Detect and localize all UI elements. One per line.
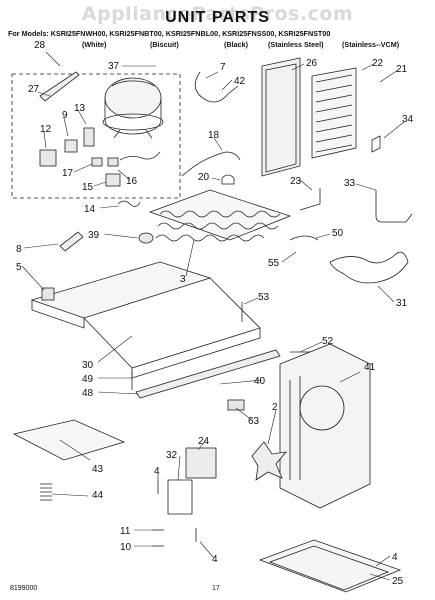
- callout-42: 42: [234, 76, 246, 87]
- part-15-drawing: [105, 173, 121, 187]
- callout-41: 41: [364, 362, 376, 373]
- leader-lines: [21, 51, 405, 581]
- part-63-drawing: [227, 399, 245, 411]
- callout-43: 43: [92, 464, 104, 475]
- part-26-drawing: [261, 57, 301, 177]
- part-14-drawing: [117, 200, 141, 207]
- part-8-drawing: [59, 231, 84, 252]
- part-9-drawing: [64, 139, 78, 153]
- part-2-drawing: [251, 441, 287, 481]
- callout-9: 9: [62, 110, 68, 121]
- callout-15: 15: [82, 182, 94, 193]
- callout-27: 27: [28, 84, 40, 95]
- callout-52: 52: [322, 336, 334, 347]
- evaporator-coil-drawing: [148, 189, 292, 242]
- callout-17: 17: [62, 168, 74, 179]
- callout-5: 5: [16, 262, 22, 273]
- page-title: UNIT PARTS: [165, 9, 270, 26]
- part-39-drawing: [138, 232, 154, 244]
- callout-20: 20: [198, 172, 210, 183]
- callout-22: 22: [372, 58, 384, 69]
- part-20-drawing: [221, 174, 235, 185]
- footer-part-number: 8199000: [10, 585, 38, 592]
- part-43-drawing: [12, 419, 126, 461]
- color-black: (Black): [224, 40, 248, 49]
- callout-31: 31: [396, 298, 408, 309]
- callout-7: 7: [220, 62, 226, 73]
- color-white: (White): [82, 40, 107, 49]
- callout-28: 28: [34, 40, 46, 51]
- callout-8: 8: [16, 244, 22, 255]
- color-stainless-vcm: (Stainless--VCM): [342, 40, 400, 49]
- callout-18: 18: [208, 130, 220, 141]
- callout-53: 53: [258, 292, 270, 303]
- callout-4-right: 4: [392, 552, 398, 563]
- callout-34: 34: [402, 114, 414, 125]
- callout-2: 2: [272, 402, 278, 413]
- compressor-group-box: [11, 73, 181, 199]
- part-7-drawing: [194, 71, 239, 103]
- part-40-drawing: [135, 349, 281, 399]
- watermark: AppliancePartsPros.com: [81, 3, 354, 25]
- part-50-drawing: [289, 235, 319, 241]
- callout-21: 21: [396, 64, 408, 75]
- part-27-drawing: [39, 71, 80, 102]
- fan-shroud-drawing: [279, 343, 371, 509]
- callout-32: 32: [166, 450, 178, 461]
- callout-16: 16: [126, 176, 138, 187]
- callout-13: 13: [74, 103, 86, 114]
- callout-50: 50: [332, 228, 344, 239]
- callout-23: 23: [290, 176, 302, 187]
- compressor-drawing: [102, 77, 164, 139]
- part-32-drawing: [167, 479, 193, 515]
- part-4-drawing: [157, 480, 197, 542]
- callout-48: 48: [82, 388, 94, 399]
- condenser-drawing: [311, 67, 357, 159]
- callout-24: 24: [198, 436, 210, 447]
- callout-26: 26: [306, 58, 318, 69]
- callout-4-bottom: 4: [212, 554, 218, 565]
- callout-14: 14: [84, 204, 96, 215]
- callout-10: 10: [120, 542, 132, 553]
- models-line: For Models: KSRI25FNWH00, KSRI25FNBT00, …: [8, 29, 331, 38]
- part-44-drawing: [40, 483, 52, 501]
- part-17-drawing: [91, 157, 103, 167]
- part-33-drawing: [375, 190, 413, 223]
- part-31-drawing: [329, 251, 409, 284]
- part-34-drawing: [371, 135, 381, 153]
- callout-3: 3: [180, 274, 186, 285]
- callout-55: 55: [268, 258, 280, 269]
- callout-44: 44: [92, 490, 104, 501]
- color-biscuit: (Biscuit): [150, 40, 179, 49]
- callout-49: 49: [82, 374, 94, 385]
- base-frame-drawing: [30, 261, 261, 379]
- part-13-drawing: [83, 127, 95, 147]
- part-23-drawing: [299, 188, 321, 211]
- part-12-drawing: [39, 149, 57, 167]
- callout-63: 63: [248, 416, 260, 427]
- part-5-drawing: [41, 287, 55, 301]
- callout-39: 39: [88, 230, 100, 241]
- callout-4-top: 4: [154, 466, 160, 477]
- part-16-drawing: [107, 157, 119, 167]
- callout-25: 25: [392, 576, 404, 587]
- footer-page-number: 17: [212, 585, 220, 592]
- callout-37: 37: [108, 61, 120, 72]
- part-24-drawing: [185, 447, 217, 479]
- callout-30: 30: [82, 360, 94, 371]
- callout-40: 40: [254, 376, 266, 387]
- callout-12: 12: [40, 124, 52, 135]
- callout-33: 33: [344, 178, 356, 189]
- part-18-drawing: [181, 151, 241, 177]
- callout-11: 11: [120, 526, 131, 537]
- callout-labels: 28 37 7 42 26 22 21 27 13 9 12 18 34 17 …: [16, 40, 414, 587]
- color-stainless-steel: (Stainless Steel): [268, 40, 324, 49]
- wire-harness-drawing: [119, 151, 161, 161]
